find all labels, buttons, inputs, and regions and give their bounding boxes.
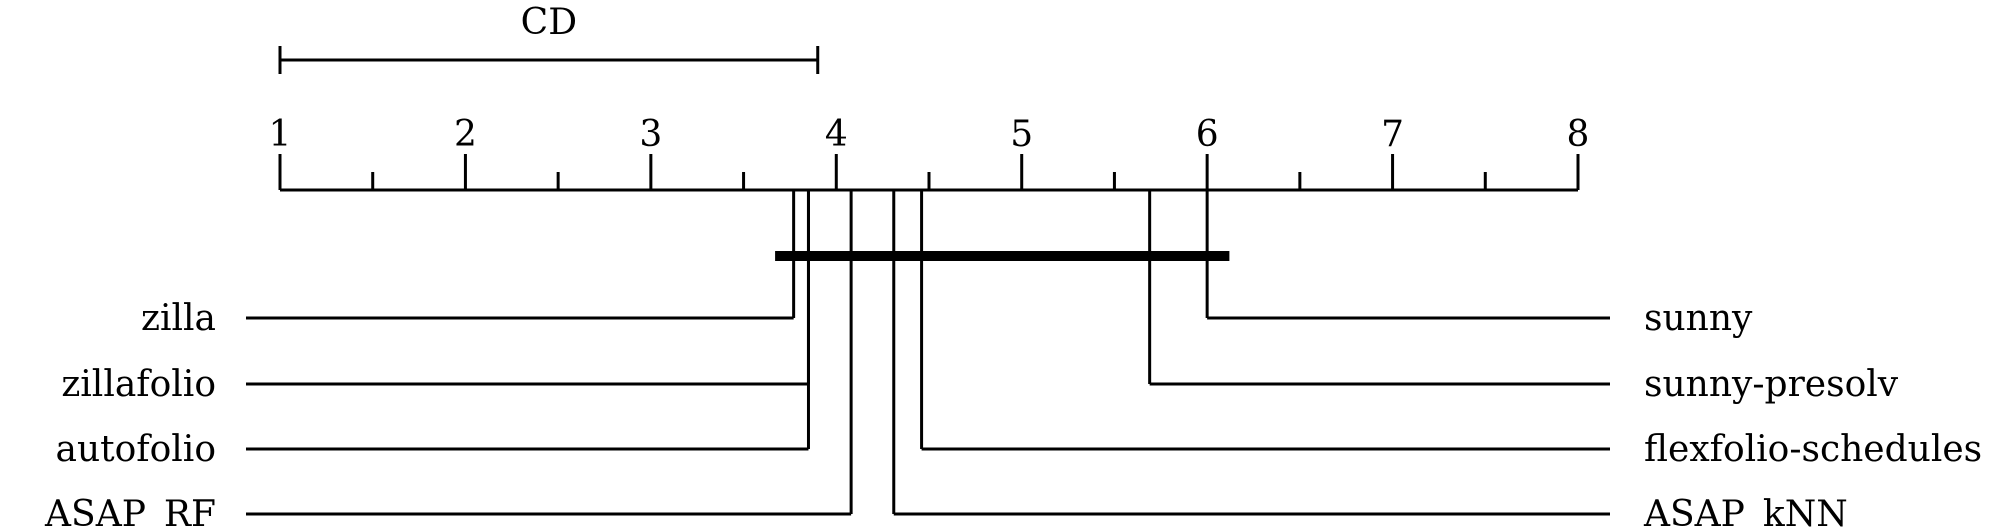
method-label: sunny: [1644, 298, 1753, 339]
method-label: ASAP_RF: [44, 494, 216, 528]
tick-label: 2: [454, 114, 477, 155]
method-label: flexfolio-schedules: [1644, 429, 1982, 470]
method-label: autofolio: [56, 429, 217, 470]
method-right: ASAP_kNN: [892, 190, 1848, 528]
tick-label: 5: [1010, 114, 1033, 155]
method-label: ASAP_kNN: [1643, 494, 1848, 528]
method-label: zillafolio: [61, 364, 216, 405]
method-left: ASAP_RF: [44, 190, 853, 528]
method-label: zilla: [141, 298, 216, 339]
method-right: flexfolio-schedules: [920, 190, 1982, 470]
tick-label: 4: [825, 114, 848, 155]
method-right: sunny: [1205, 190, 1753, 339]
tick-label: 7: [1381, 114, 1404, 155]
method-left: autofolio: [56, 190, 810, 470]
tick-label: 3: [639, 114, 662, 155]
tick-label: 6: [1196, 114, 1219, 155]
method-right: sunny-presolv: [1148, 190, 1899, 405]
tick-label: 1: [269, 114, 292, 155]
axis-ticks: 1 2 3 4 5 6 7 8: [269, 114, 1590, 190]
cd-label: CD: [521, 2, 577, 43]
method-left: zilla: [141, 190, 796, 339]
critical-difference-bar: CD: [278, 2, 820, 74]
tick-label: 8: [1567, 114, 1590, 155]
method-label: sunny-presolv: [1644, 364, 1899, 405]
